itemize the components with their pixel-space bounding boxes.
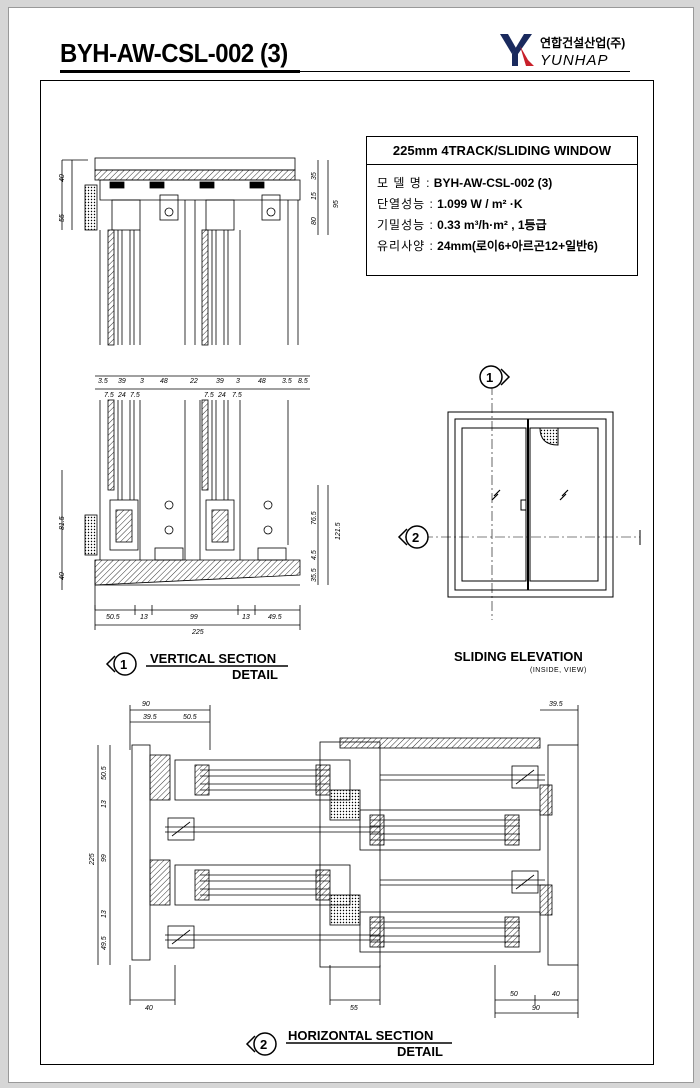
sill-side-dims: 81.5 40 76.5 121.5 35.5 4.5 xyxy=(59,511,342,582)
marker-number: 2 xyxy=(412,530,419,545)
dim-label: 3 xyxy=(236,378,240,385)
elevation-marker-2: 2 xyxy=(397,525,429,549)
vsection-label-detail: DETAIL xyxy=(232,667,278,682)
company-logo-icon xyxy=(500,34,534,66)
company-name-en: YUNHAP xyxy=(540,52,609,69)
spec-key: 유리사양 : xyxy=(377,239,434,253)
dim-label: 13 xyxy=(140,614,148,621)
spec-row-airtight: 기밀성능 : 0.33 m³/h·m² , 1등급 xyxy=(367,215,637,236)
dim-label: 50.5 xyxy=(101,766,108,780)
dim-label: 4.5 xyxy=(311,550,318,560)
spec-title: 225mm 4TRACK/SLIDING WINDOW xyxy=(367,137,637,165)
dim-label: 90 xyxy=(532,1005,540,1012)
spec-row-model: 모 델 명 : BYH-AW-CSL-002 (3) xyxy=(367,173,637,194)
dim-label: 22 xyxy=(189,378,198,385)
dim-label: 50.5 xyxy=(106,614,120,621)
vsection-marker: 1 xyxy=(105,652,288,676)
dim-label: 49.5 xyxy=(268,614,282,621)
marker-number: 1 xyxy=(120,657,127,672)
dim-label: 90 xyxy=(142,701,150,708)
dim-label: 13 xyxy=(101,800,108,808)
dim-label: 39 xyxy=(118,378,126,385)
dim-label: 15 xyxy=(311,192,318,200)
hsection-top-dims: 90 39.5 50.5 39.5 xyxy=(142,701,563,721)
dim-label: 40 xyxy=(552,991,560,998)
spec-box: 225mm 4TRACK/SLIDING WINDOW 모 델 명 : BYH-… xyxy=(366,136,638,276)
header-rule xyxy=(300,71,630,72)
dim-label: 7.5 xyxy=(104,392,114,399)
dim-label: 13 xyxy=(101,910,108,918)
spec-row-glass: 유리사양 : 24mm(로이6+아르곤12+일반6) xyxy=(367,236,637,257)
dim-label: 39.5 xyxy=(143,714,157,721)
title-underline xyxy=(60,70,300,73)
horizontal-section xyxy=(97,705,579,1018)
dim-label: 7.5 xyxy=(232,392,242,399)
dim-label: 24 xyxy=(117,392,126,399)
head-dims: 40 55 35 15 80 95 xyxy=(59,172,340,225)
spec-key: 기밀성능 : xyxy=(377,218,434,232)
dim-label: 121.5 xyxy=(335,522,342,540)
dim-label: 8.5 xyxy=(298,378,308,385)
hsection-label: HORIZONTAL SECTION xyxy=(288,1028,434,1043)
marker-number: 1 xyxy=(486,370,493,385)
spec-value: 0.33 m³/h·m² , 1등급 xyxy=(433,218,547,232)
dim-label: 3.5 xyxy=(282,378,292,385)
dim-label: 40 xyxy=(59,174,66,182)
dim-label: 40 xyxy=(59,572,66,580)
hsection-label-detail: DETAIL xyxy=(397,1044,443,1059)
dim-label: 50.5 xyxy=(183,714,197,721)
vertical-section-sill xyxy=(61,375,329,630)
dim-label: 81.5 xyxy=(59,516,66,530)
spec-row-thermal: 단열성능 : 1.099 W / m² ·K xyxy=(367,194,637,215)
dim-label: 3.5 xyxy=(98,378,108,385)
dim-label: 35 xyxy=(311,172,318,180)
dim-label: 225 xyxy=(89,853,96,866)
spec-value: BYH-AW-CSL-002 (3) xyxy=(430,176,553,190)
dim-label: 7.5 xyxy=(204,392,214,399)
spec-value: 1.099 W / m² ·K xyxy=(433,197,523,211)
dim-label: 55 xyxy=(350,1005,358,1012)
dim-label: 80 xyxy=(311,217,318,225)
sill-top-dims: 3.5 39 3 48 22 39 3 48 3.5 8.5 7.5 24 7.… xyxy=(98,378,308,399)
dim-label: 13 xyxy=(242,614,250,621)
hsection-marker: 2 xyxy=(245,1032,452,1056)
elevation-marker-1: 1 xyxy=(479,365,511,389)
hsection-bottom-dims: 40 55 50 40 90 xyxy=(145,991,560,1012)
dim-label: 24 xyxy=(217,392,226,399)
dim-label: 3 xyxy=(140,378,144,385)
hsection-left-dims: 50.5 13 99 13 49.5 225 xyxy=(89,766,108,950)
dim-label: 40 xyxy=(145,1005,153,1012)
dim-label: 49.5 xyxy=(101,936,108,950)
dim-label: 76.5 xyxy=(311,511,318,525)
elevation-drawing xyxy=(405,385,641,620)
drawing-title: BYH-AW-CSL-002 (3) xyxy=(60,38,288,68)
dim-label: 95 xyxy=(333,200,340,208)
spec-key: 단열성능 : xyxy=(377,197,434,211)
dim-label: 39.5 xyxy=(549,701,563,708)
company-name-ko: 연합건설산업(주) xyxy=(540,36,626,50)
dim-label: 225 xyxy=(191,629,204,636)
dim-label: 48 xyxy=(258,378,266,385)
elevation-sublabel: (INSIDE, VIEW) xyxy=(530,667,587,674)
dim-label: 99 xyxy=(101,854,108,862)
dim-label: 7.5 xyxy=(130,392,140,399)
elevation-label: SLIDING ELEVATION xyxy=(454,649,583,664)
spec-key: 모 델 명 : xyxy=(377,176,431,190)
dim-label: 55 xyxy=(59,214,66,222)
marker-number: 2 xyxy=(260,1037,267,1052)
vertical-section-head xyxy=(61,157,329,346)
dim-label: 99 xyxy=(190,614,198,621)
dim-label: 39 xyxy=(216,378,224,385)
spec-value: 24mm(로이6+아르곤12+일반6) xyxy=(433,239,598,253)
sill-bottom-dims: 50.5 13 99 13 49.5 225 xyxy=(106,614,282,636)
vsection-label: VERTICAL SECTION xyxy=(150,651,277,666)
dim-label: 48 xyxy=(160,378,168,385)
dim-label: 35.5 xyxy=(311,568,318,582)
dim-label: 50 xyxy=(510,991,518,998)
drawing-frame xyxy=(40,80,654,1065)
